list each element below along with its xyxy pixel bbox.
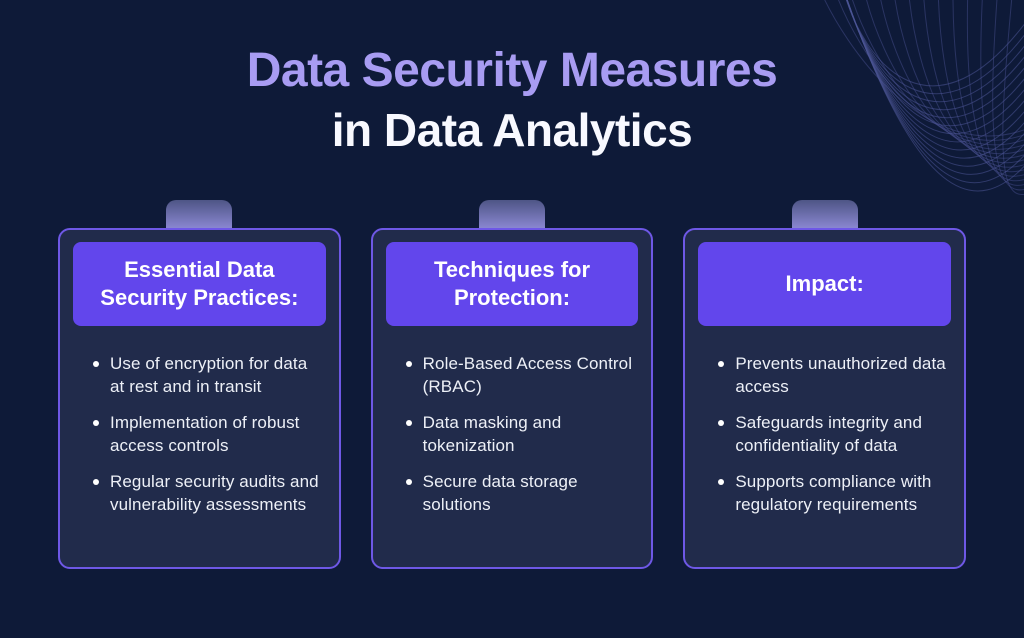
- bullet-item: Implementation of robust access controls: [93, 412, 325, 458]
- card-essential-practices: Essential Data Security Practices: Use o…: [58, 200, 341, 570]
- bullet-item: Prevents unauthorized data access: [718, 353, 950, 399]
- bullet-item: Role-Based Access Control (RBAC): [405, 353, 638, 399]
- card-header: Techniques for Protection:: [385, 242, 639, 327]
- card: Impact: Prevents unauthorized data acces…: [683, 228, 967, 570]
- cards-row: Essential Data Security Practices: Use o…: [0, 200, 1024, 570]
- page-title-line-1: Data Security Measures: [246, 44, 778, 97]
- bullet-item: Use of encryption for data at rest and i…: [93, 353, 325, 399]
- page-title-line-2: in Data Analytics: [331, 104, 693, 157]
- page-title: Data Security Measures in Data Analytics: [0, 0, 1024, 160]
- bullet-item: Safeguards integrity and confidentiality…: [718, 412, 950, 458]
- bullet-item: Data masking and tokenization: [405, 412, 638, 458]
- card: Techniques for Protection: Role-Based Ac…: [370, 228, 654, 570]
- bullet-item: Regular security audits and vulnerabilit…: [93, 471, 325, 517]
- card-header: Impact:: [698, 242, 952, 327]
- card-impact: Impact: Prevents unauthorized data acces…: [683, 200, 967, 570]
- bullet-list: Role-Based Access Control (RBAC) Data ma…: [373, 353, 652, 517]
- card-header: Essential Data Security Practices:: [73, 242, 326, 327]
- card: Essential Data Security Practices: Use o…: [58, 228, 341, 570]
- bullet-list: Use of encryption for data at rest and i…: [60, 353, 339, 517]
- card-techniques: Techniques for Protection: Role-Based Ac…: [370, 200, 654, 570]
- bullet-item: Secure data storage solutions: [405, 471, 638, 517]
- bullet-list: Prevents unauthorized data access Safegu…: [685, 353, 964, 517]
- bullet-item: Supports compliance with regulatory requ…: [718, 471, 950, 517]
